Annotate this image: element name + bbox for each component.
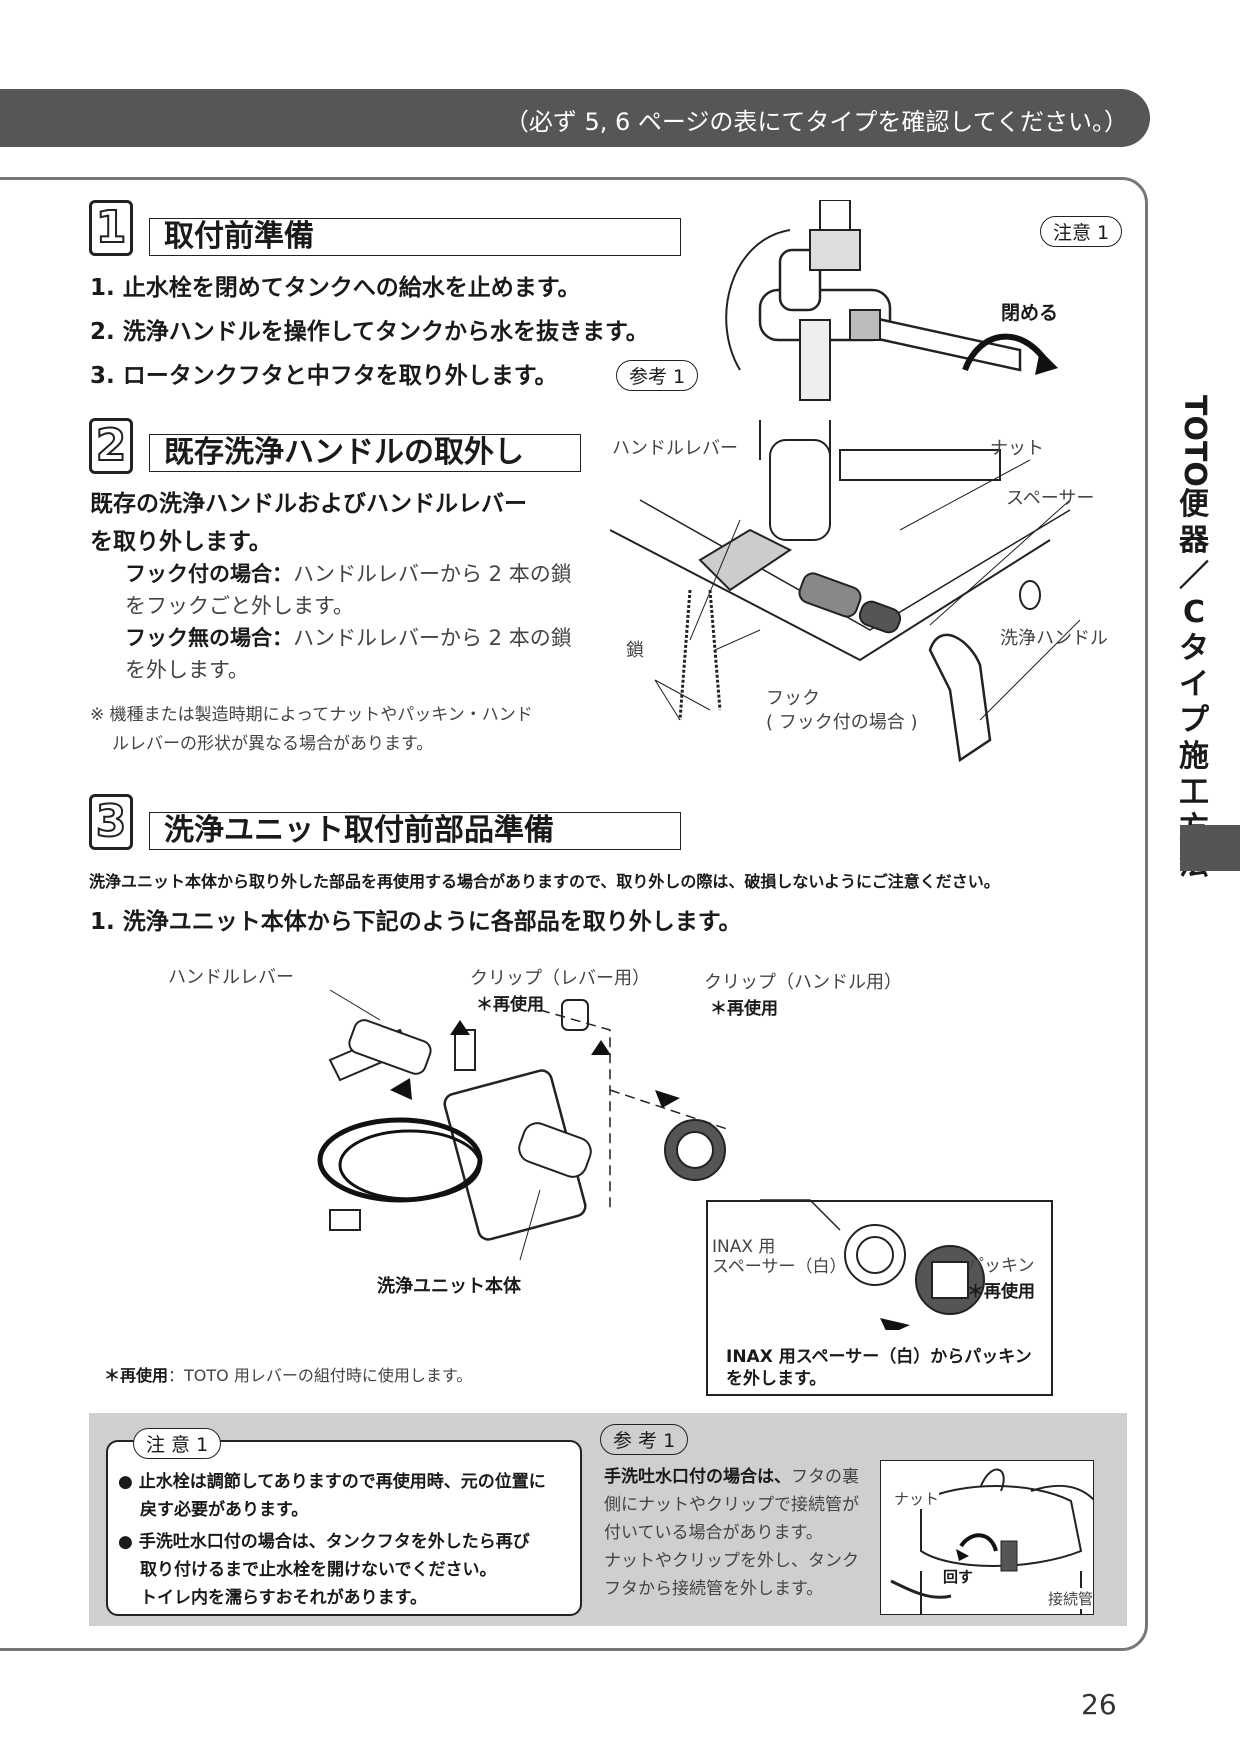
label-clip-lever: クリップ（レバー用） — [470, 968, 650, 989]
reference1-line-1: 手洗吐水口付の場合は、フタの裏 — [604, 1462, 859, 1487]
label-flush-handle: 洗浄ハンドル — [1000, 628, 1108, 649]
page-number: 26 — [1081, 1688, 1117, 1721]
reuse-note: ＊再使用：TOTO 用レバーの組付時に使用します。 — [104, 1362, 472, 1386]
label-inax-spacer-2: スペーサー（白） — [712, 1257, 847, 1277]
spacer-packing-illustration — [760, 1199, 985, 1330]
label-hook: フック — [766, 688, 820, 709]
caution1-item-1a: ● 止水栓は調節してありますので再使用時、元の位置に — [118, 1472, 546, 1492]
reuse-note-body: ：TOTO 用レバーの組付時に使用します。 — [168, 1366, 473, 1385]
side-tab-char: 施 — [1179, 739, 1209, 774]
caution1-badge: 注 意 1 — [133, 1428, 222, 1459]
reference1-badge: 参 考 1 — [600, 1424, 689, 1455]
caution1-box — [106, 1440, 582, 1616]
step3-number: 3 — [89, 794, 133, 850]
label-packing: パッキン — [967, 1256, 1035, 1276]
unit-parts-illustration — [317, 989, 731, 1261]
hook-yes-body-2: をフックごと外します。 — [125, 594, 354, 618]
step2-note-2: ルレバーの形状が異なる場合があります。 — [112, 734, 434, 754]
stop-valve-illustration — [725, 200, 1058, 401]
hook-no-body-2: を外します。 — [125, 658, 249, 682]
step1-reference-badge: 参考 1 — [616, 360, 699, 391]
tank-lid-illustration — [890, 1468, 1093, 1614]
reuse-note-head: ＊再使用 — [104, 1366, 169, 1385]
step1-caution-badge: 注意 1 — [1040, 216, 1123, 247]
side-tab-char: C — [1182, 595, 1206, 630]
step1-item-3: 3. ロータンクフタと中フタを取り外します。 — [90, 363, 558, 389]
label-packing-reuse: ＊再使用 — [967, 1282, 1035, 1302]
side-tab-char: プ — [1179, 703, 1209, 738]
side-tab-char: 便 — [1179, 487, 1209, 522]
hook-yes-head: フック付の場合： — [125, 562, 293, 586]
hook-no-head: フック無の場合： — [125, 626, 293, 650]
step3-title: 洗浄ユニット取付前部品準備 — [149, 812, 681, 850]
caution1-item-2b: 取り付けるまで止水栓を開けないでください。 — [140, 1560, 497, 1580]
label-nut: ナット — [990, 438, 1044, 459]
side-tab-char: イ — [1179, 667, 1209, 702]
side-tab-char: TOTO — [1177, 395, 1212, 487]
label-spacer: スペーサー — [1006, 488, 1095, 509]
step1-item-2: 2. 洗浄ハンドルを操作してタンクから水を抜きます。 — [90, 319, 649, 345]
reference1-fig-pipe: 接続管 — [1048, 1588, 1094, 1609]
hook-no-line-1: フック無の場合：ハンドルレバーから 2 本の鎖 — [125, 622, 572, 652]
step3-warning: 洗浄ユニット本体から取り外した部品を再使用する場合がありますので、取り外しの際は… — [89, 872, 1000, 891]
hook-yes-body-1: ハンドルレバーから 2 本の鎖 — [293, 562, 572, 586]
reference1-body-3: 付いている場合があります。 — [604, 1523, 823, 1543]
step3-item-1: 1. 洗浄ユニット本体から下記のように各部品を取り外します。 — [90, 909, 742, 935]
step1-title: 取付前準備 — [149, 218, 681, 256]
label-hook-note: ( フック付の場合 ) — [766, 712, 918, 733]
side-tab-char: 工 — [1179, 775, 1209, 810]
label-clip-handle: クリップ（ハンドル用） — [704, 972, 902, 993]
step2-lead-1: 既存の洗浄ハンドルおよびハンドルレバー — [90, 491, 527, 517]
inset-note-1: INAX 用スペーサー（白）からパッキン — [726, 1347, 1032, 1367]
label-inax-spacer-1: INAX 用 — [712, 1237, 776, 1257]
label-clip-handle-reuse: ＊再使用 — [710, 999, 778, 1019]
label-chain: 鎖 — [626, 640, 644, 661]
header-banner: （必ず 5, 6 ページの表にてタイプを確認してください。） — [0, 89, 1150, 147]
handle-removal-illustration — [610, 420, 1081, 763]
step2-note-1: ※ 機種または製造時期によってナットやパッキン・ハンド — [90, 705, 533, 725]
reference1-fig-turn: 回す — [943, 1566, 974, 1587]
close-label: 閉める — [1001, 302, 1059, 324]
reference1-body-2: 側にナットやクリップで接続管が — [604, 1495, 859, 1515]
reference1-body-1: フタの裏 — [791, 1467, 859, 1487]
inset-note-2: を外します。 — [726, 1369, 827, 1389]
label-unit-body: 洗浄ユニット本体 — [377, 1276, 521, 1297]
reference1-body-5: フタから接続管を外します。 — [604, 1579, 824, 1599]
reference1-head: 手洗吐水口付の場合は、 — [604, 1467, 791, 1487]
caution1-item-2c: トイレ内を濡らすおそれがあります。 — [140, 1588, 427, 1608]
caution1-item-2a: ● 手洗吐水口付の場合は、タンクフタを外したら再び — [118, 1532, 530, 1552]
reference1-fig-nut: ナット — [894, 1488, 940, 1509]
label-clip-lever-reuse: ＊再使用 — [476, 995, 544, 1015]
content-frame — [0, 177, 1148, 1651]
step1-number: 1 — [89, 200, 133, 256]
header-banner-text: （必ず 5, 6 ページの表にてタイプを確認してください。） — [504, 108, 1128, 136]
hook-no-body-1: ハンドルレバーから 2 本の鎖 — [293, 626, 572, 650]
side-tab-char: 器 — [1179, 523, 1209, 558]
side-tab-char: タ — [1179, 631, 1209, 666]
step2-number: 2 — [89, 418, 133, 474]
label-handle-lever: ハンドルレバー — [612, 438, 738, 459]
step1-item-1: 1. 止水栓を閉めてタンクへの給水を止めます。 — [90, 275, 581, 301]
step2-lead-2: を取り外します。 — [90, 529, 272, 555]
step2-title: 既存洗浄ハンドルの取外し — [149, 434, 581, 472]
hook-yes-line-1: フック付の場合：ハンドルレバーから 2 本の鎖 — [125, 558, 572, 588]
caution1-item-1b: 戻す必要があります。 — [140, 1500, 309, 1520]
label-handle-lever-3: ハンドルレバー — [168, 967, 294, 988]
side-tab-block — [1180, 825, 1240, 871]
reference1-body-4: ナットやクリップを外し、タンク — [604, 1551, 859, 1571]
side-tab-char: ／ — [1179, 559, 1209, 594]
